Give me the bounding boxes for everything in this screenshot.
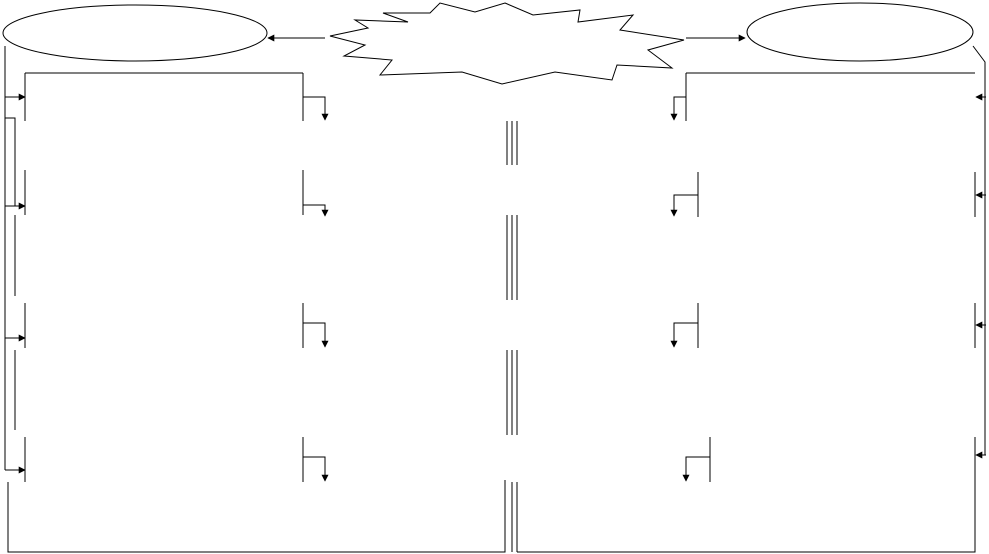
right-row-1-out-arrow xyxy=(670,96,686,121)
right-bus-line xyxy=(972,45,986,455)
right-bottom-return-line xyxy=(517,480,976,553)
left-bus-step xyxy=(5,117,16,163)
right-row-2-out-arrow xyxy=(670,194,698,217)
right-row-1 xyxy=(516,73,986,165)
right-ellipse-node[interactable] xyxy=(746,2,974,62)
left-row-3 xyxy=(5,303,513,435)
left-row-1 xyxy=(5,73,513,165)
left-row-2-out-arrow xyxy=(303,204,329,217)
left-ellipse-node[interactable] xyxy=(2,4,268,62)
right-row-4 xyxy=(516,437,986,552)
left-row-2 xyxy=(5,163,513,300)
left-bottom-return-line xyxy=(7,480,506,553)
left-row-3-out-arrow xyxy=(303,322,329,348)
right-row-3 xyxy=(516,303,986,435)
left-row-4-out-arrow xyxy=(303,456,329,482)
right-row-4-out-arrow xyxy=(682,456,710,482)
central-starburst-node[interactable] xyxy=(329,2,685,85)
left-row-1-out-arrow xyxy=(303,96,329,121)
right-row-2 xyxy=(516,172,986,300)
right-row-3-out-arrow xyxy=(670,322,698,348)
right-branch xyxy=(516,45,986,553)
left-row-4 xyxy=(5,437,513,552)
left-branch xyxy=(4,46,513,553)
